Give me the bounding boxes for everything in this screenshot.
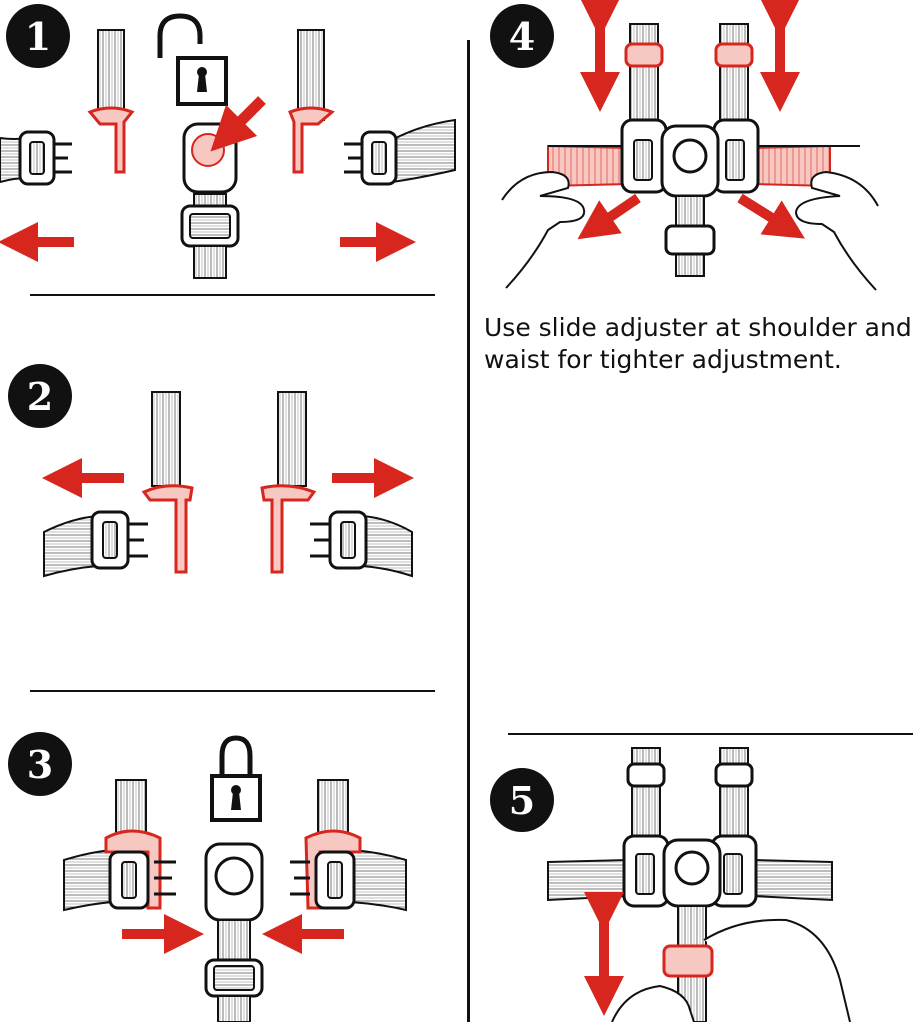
step-2-illustration [42,391,414,578]
left-waist-strap [547,858,629,902]
right-shoulder-strap [277,391,307,487]
press-arrow [210,96,266,152]
left-latch-tongue [141,484,194,574]
right-latch-tongue [288,106,335,174]
right-shoulder-strap [719,23,749,135]
right-waist-strap [391,118,456,184]
left-waist-strap [43,514,99,578]
right-waist-strap [361,514,413,578]
step-4-caption: Use slide adjuster at shoulder and waist… [484,313,912,374]
left-shoulder-strap [629,23,659,135]
left-hand [501,170,586,289]
pull-down-left-arrow [577,193,641,240]
right-shoulder-slide [714,42,754,68]
left-latch-tongue [87,106,135,174]
divider-step1-step2 [30,294,435,296]
step-5-illustration [547,747,851,1022]
step-2-badge: 2 [8,364,72,428]
unlocked-padlock-icon [157,13,228,106]
release-button [191,133,225,167]
right-waist-strap [751,858,833,902]
step-3-illustration [63,735,407,1022]
right-latch-tongue [260,484,317,574]
locked-padlock-icon [210,735,262,822]
step-4-badge: 4 [490,4,554,68]
left-shoulder-strap [151,391,181,487]
left-shoulder-strap [97,29,125,121]
left-shoulder-slide [624,42,664,68]
vertical-divider [467,40,470,1022]
divider-step4-step5 [508,733,913,735]
step-4-illustration [501,0,879,291]
step-3-badge: 3 [8,732,72,796]
crotch-slide-adjuster [662,944,714,978]
upper-hand [703,918,851,1022]
right-hand [794,170,879,291]
step-1-badge: 1 [6,4,70,68]
pull-down-right-arrow [737,193,805,239]
right-waist-strap [349,848,407,912]
divider-step2-step3 [30,690,435,692]
step-1-illustration [0,13,456,279]
crotch-adjuster [664,224,716,256]
left-waist-strap [63,848,113,912]
step-5-badge: 5 [490,768,554,832]
crotch-strap [193,245,227,279]
